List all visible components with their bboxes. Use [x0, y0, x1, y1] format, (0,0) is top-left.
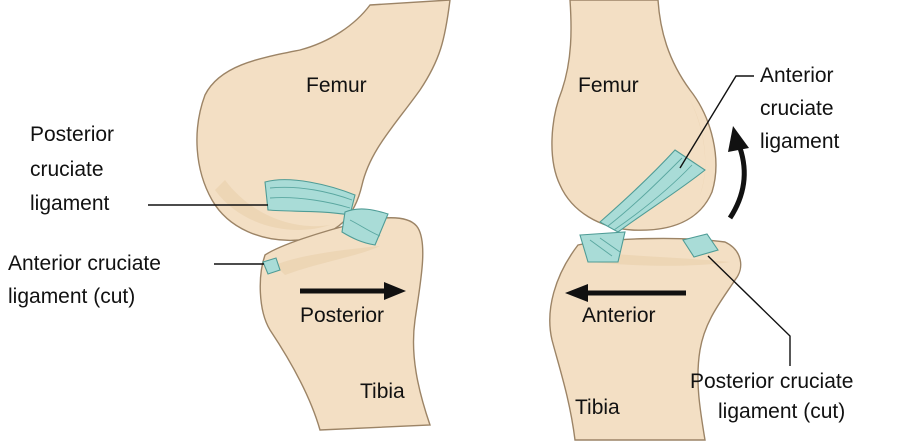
left-pcl-label-line3: ligament: [30, 192, 110, 215]
left-femur-label: Femur: [306, 74, 367, 97]
right-pcl-cut-label-line2: ligament (cut): [718, 400, 845, 423]
right-acl-label-line1: Anterior: [760, 64, 834, 87]
left-pcl-label-line2: cruciate: [30, 158, 104, 181]
right-pcl-cut-label-line1: Posterior cruciate: [690, 370, 853, 393]
right-panel: Femur Tibia Anterior cruciate ligament P…: [550, 0, 854, 440]
left-acl-cut-label-line1: Anterior cruciate: [8, 252, 161, 275]
right-rotation-arrow: [728, 126, 749, 218]
right-femur-label: Femur: [578, 74, 639, 97]
left-tibia-label: Tibia: [360, 380, 405, 403]
left-acl-cut-label-line2: ligament (cut): [8, 285, 135, 308]
right-motion-label: Anterior: [582, 304, 656, 327]
right-tibia-label: Tibia: [575, 396, 620, 419]
left-motion-label: Posterior: [300, 304, 384, 327]
right-acl-label-line2: cruciate: [760, 97, 834, 120]
left-pcl-label-line1: Posterior: [30, 123, 114, 146]
right-acl-label-line3: ligament: [760, 130, 840, 153]
left-panel: Femur Tibia Posterior cruciate ligament …: [8, 0, 450, 430]
